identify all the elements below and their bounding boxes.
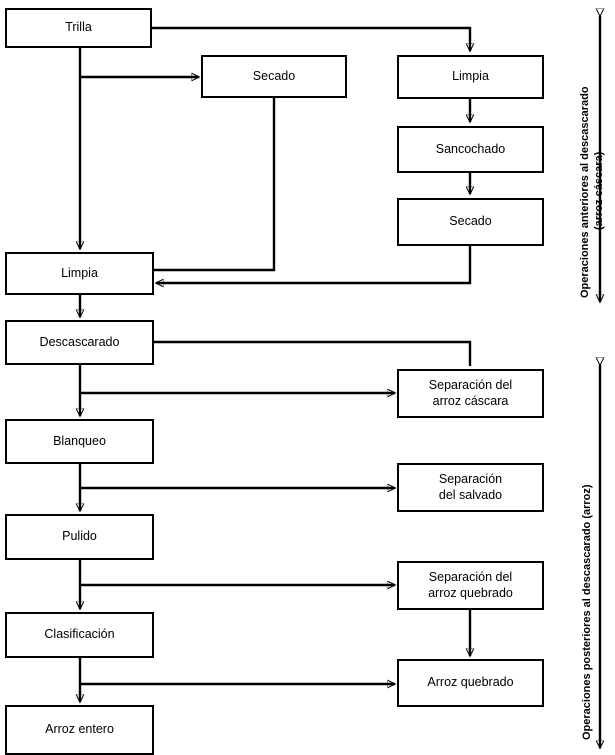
node-separacion-arroz-cascara-label: Separación del arroz cáscara [428,377,513,408]
node-pulido[interactable]: Pulido [5,514,154,560]
bracket-label-posteriores-line1: Operaciones posteriores al descascarado … [581,484,593,740]
node-trilla[interactable]: Trilla [5,8,152,48]
node-separacion-salvado-label: Separación del salvado [438,471,503,502]
node-separacion-salvado[interactable]: Separación del salvado [397,463,544,512]
node-separacion-arroz-cascara[interactable]: Separación del arroz cáscara [397,369,544,418]
node-descascarado[interactable]: Descascarado [5,320,154,365]
node-secado-parbolizado[interactable]: Secado [397,198,544,246]
node-clasificacion[interactable]: Clasificación [5,612,154,658]
node-secado-parbolizado-label: Secado [449,214,492,229]
node-clasificacion-label: Clasificación [44,627,115,642]
bracket-label-anteriores-line1: Operaciones anteriores al descascarado [579,86,591,298]
node-pulido-label: Pulido [62,529,97,544]
node-blanqueo-label: Blanqueo [53,433,106,448]
node-separacion-arroz-quebrado[interactable]: Separación del arroz quebrado [397,561,544,610]
node-arroz-entero[interactable]: Arroz entero [5,705,154,755]
node-limpia[interactable]: Limpia [5,252,154,295]
bracket-label-anteriores-line2: (arroz cáscara) [593,151,605,230]
node-limpia-parbolizado[interactable]: Limpia [397,55,544,99]
node-limpia-label: Limpia [61,265,98,280]
node-limpia-parbolizado-label: Limpia [452,69,489,84]
wire-descascarado-to-sep-cascara [154,340,472,366]
node-secado-pre-label: Secado [252,68,296,83]
node-arroz-quebrado[interactable]: Arroz quebrado [397,659,544,707]
node-arroz-entero-label: Arroz entero [45,722,114,737]
node-blanqueo[interactable]: Blanqueo [5,419,154,464]
node-separacion-arroz-quebrado-label: Separación del arroz quebrado [428,569,513,600]
node-secado-pre[interactable]: Secado [201,55,347,98]
wire-trilla-to-limpia-par [152,26,470,51]
node-sancochado-label: Sancochado [435,141,506,156]
node-sancochado[interactable]: Sancochado [397,126,544,173]
node-arroz-quebrado-label: Arroz quebrado [427,675,514,690]
wire-secado-par-to-limpia [156,246,472,283]
node-trilla-label: Trilla [65,20,92,35]
node-descascarado-label: Descascarado [39,334,120,349]
wire-secado-pre-to-limpia [154,98,276,272]
